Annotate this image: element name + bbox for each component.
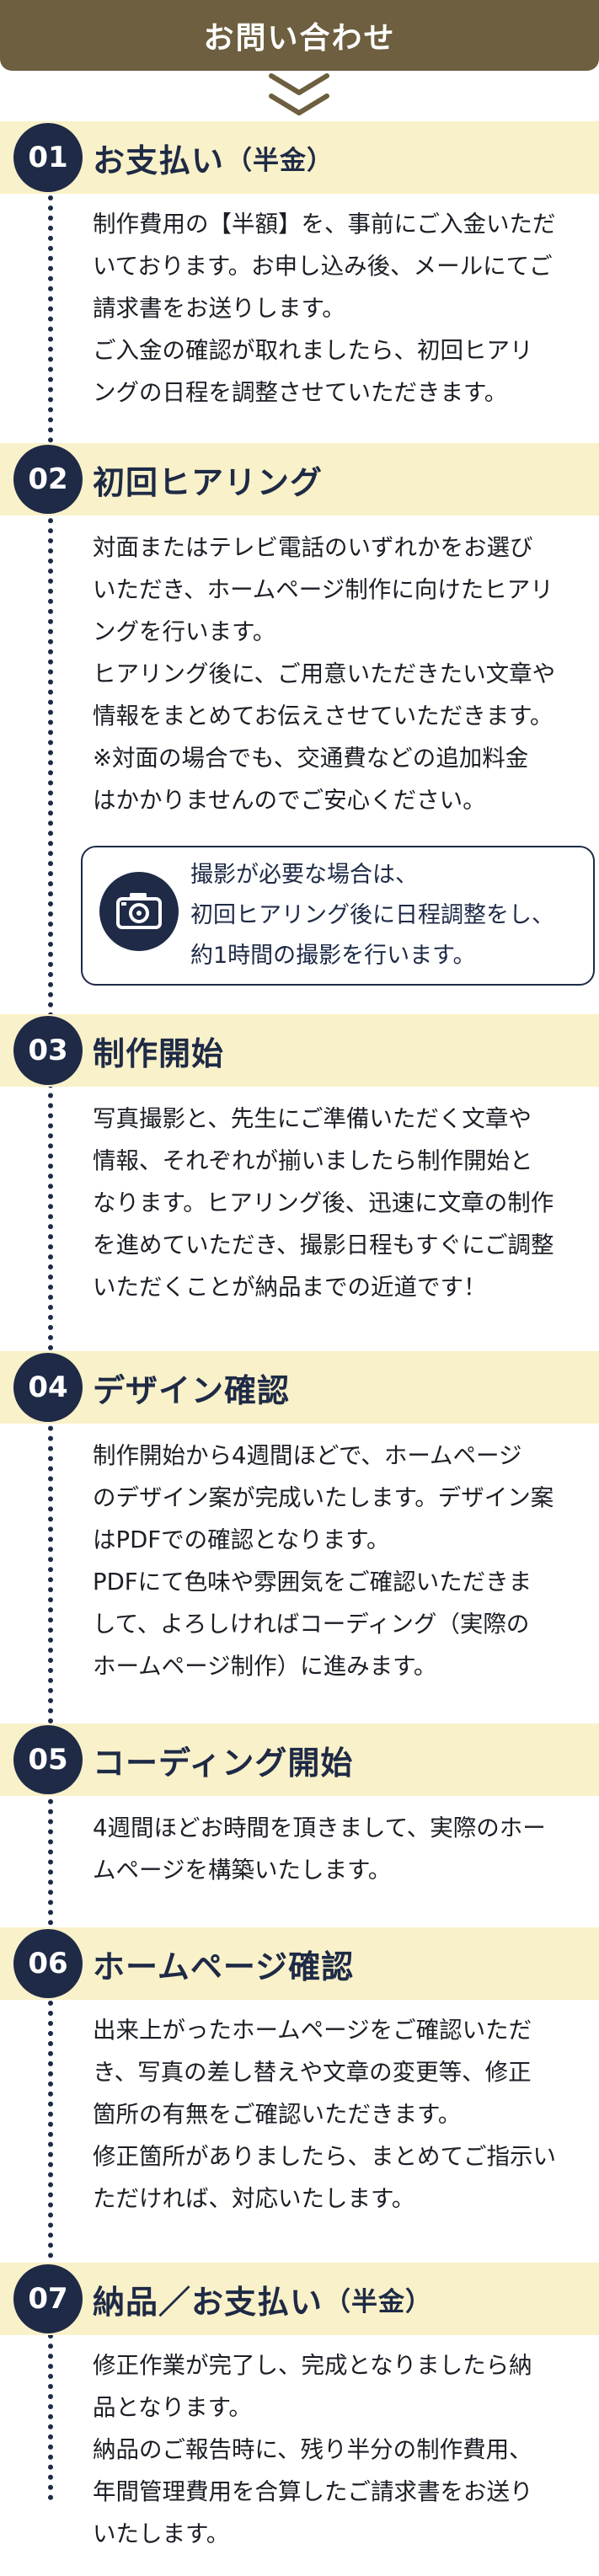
step-6-description: 出来上がったホームページをご確認いただ き、写真の差し替えや文章の変更等、修正 … <box>93 2017 556 2212</box>
step-7-bar <box>0 2263 599 2335</box>
step-1-description: 制作費用の【半額】を、事前にご入金いただ いております。お申し込み後、メールにて… <box>93 211 556 406</box>
photo-shoot-note-text: 撮影が必要な場合は、 初回ヒアリング後に日程調整をし、 約1時間の撮影を行います… <box>190 862 554 969</box>
step-4-description: 制作開始から4週間ほどで、ホームページ のデザイン案が完成いたします。デザイン案… <box>93 1442 554 1680</box>
step-6-number: 06 <box>13 1929 83 1998</box>
step-1-bar <box>0 121 599 194</box>
step-6-title: ホームページ確認 <box>93 1948 355 1985</box>
camera-icon <box>99 872 179 951</box>
step-7-number: 07 <box>13 2264 83 2333</box>
step-5-number: 05 <box>13 1725 83 1794</box>
contact-header[interactable]: お問い合わせ <box>0 0 599 71</box>
step-1-title: お支払い（半金） <box>93 121 334 194</box>
step-5-title: コーディング開始 <box>93 1744 354 1782</box>
step-4-number: 04 <box>13 1353 83 1422</box>
double-chevron-down-icon <box>261 71 337 120</box>
timeline-dotted-line <box>48 185 53 2502</box>
step-7-title-sub: （半金） <box>324 2286 433 2317</box>
step-7-description: 修正作業が完了し、完成となりましたら納 品となります。 納品のご報告時に、残り半… <box>93 2352 533 2547</box>
step-2-bar <box>0 443 599 516</box>
step-1-title-text: お支払い <box>93 142 225 179</box>
step-5-description: 4週間ほどお時間を頂きまして、実際のホー ムページを構築いたします。 <box>93 1814 546 1884</box>
step-7-title-text: 納品／お支払い <box>93 2283 324 2321</box>
step-3-number: 03 <box>13 1016 83 1085</box>
step-7-title: 納品／お支払い（半金） <box>93 2263 432 2335</box>
step-1-number: 01 <box>13 123 83 192</box>
step-1-title-sub: （半金） <box>226 145 334 176</box>
step-2-description: 対面またはテレビ電話のいずれかをお選び いただき、ホームページ制作に向けたヒアリ… <box>93 534 556 814</box>
step-3-description: 写真撮影と、先生にご準備いただく文章や 情報、それぞれが揃いましたら制作開始と … <box>93 1105 554 1301</box>
photo-shoot-note: 撮影が必要な場合は、 初回ヒアリング後に日程調整をし、 約1時間の撮影を行います… <box>81 846 595 986</box>
step-6-bar <box>0 1927 599 2000</box>
step-4-title: デザイン確認 <box>93 1371 291 1409</box>
step-3-title: 制作開始 <box>93 1034 225 1072</box>
contact-header-title: お問い合わせ <box>203 21 396 56</box>
step-2-title: 初回ヒアリング <box>93 463 324 501</box>
step-3-bar <box>0 1014 599 1087</box>
step-4-bar <box>0 1351 599 1424</box>
step-5-bar <box>0 1724 599 1796</box>
step-2-number: 02 <box>13 445 83 514</box>
